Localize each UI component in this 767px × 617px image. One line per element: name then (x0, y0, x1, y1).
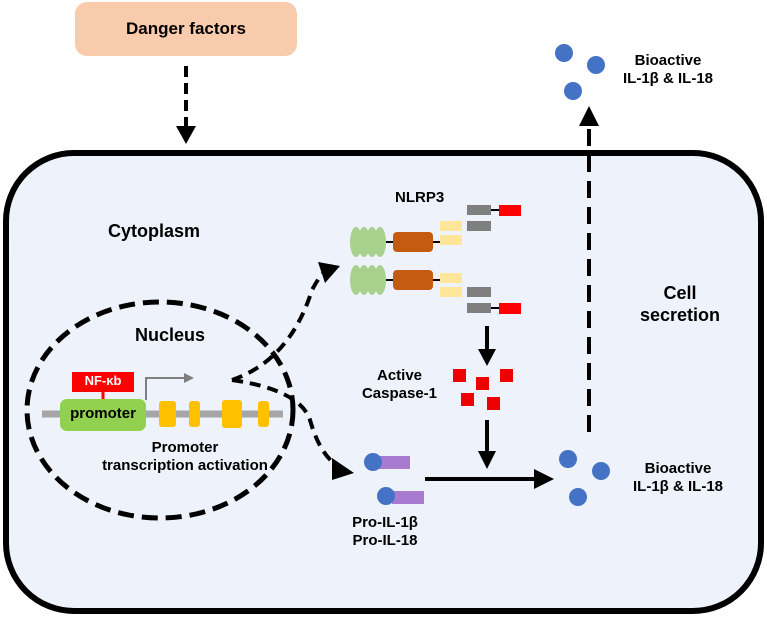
arrow-up-right-icon (318, 262, 340, 283)
pro-cytokines (364, 453, 424, 505)
promoter-box (60, 399, 146, 431)
bioactive-inner-line1: Bioactive (644, 460, 712, 477)
gene-exon (258, 401, 269, 427)
nucleus-envelope (24, 299, 296, 521)
nlrp3-pyd-domain (440, 221, 462, 231)
arrow-down-icon (478, 451, 496, 469)
pro-il-label: Pro-IL-1β Pro-IL-18 (330, 514, 440, 551)
gene-exon (159, 401, 176, 427)
danger-factors-label: Danger factors (126, 19, 246, 38)
nucleus-to-pro-il-arrow (231, 378, 340, 468)
nf-kb-box (72, 372, 134, 392)
promoter-activation-line1: Promoter (151, 439, 219, 456)
bioactive-secreted-label: Bioactive IL-1β & IL-18 (606, 52, 730, 89)
arrow-down-right-icon (332, 458, 354, 480)
pro-il18-label: Pro-IL-18 (352, 532, 418, 550)
cell-secretion-line2: secretion (639, 304, 721, 325)
asc-adaptor (467, 205, 491, 215)
promoter-activation-line2: transcription activation (102, 457, 268, 475)
nlrp3-label: NLRP3 (395, 189, 445, 206)
arrow-down-icon (478, 349, 496, 366)
cell-secretion-line1: Cell (663, 283, 697, 303)
arrow-down-icon (176, 126, 196, 144)
active-caspase-line2: Caspase-1 (361, 385, 438, 403)
pro-il1b-label: Pro-IL-1β (352, 514, 418, 531)
bioactive-secreted-line2: IL-1β & IL-18 (623, 70, 713, 88)
asc-adaptor (467, 303, 491, 313)
gene-exon (189, 401, 200, 427)
asc-adaptor (467, 287, 491, 297)
arrow-up-icon (579, 106, 599, 126)
gene-exon (222, 400, 242, 428)
nlrp3-pyd-domain (440, 235, 462, 245)
nlrp3-pyd-domain (440, 287, 462, 297)
asc-adaptor (467, 221, 491, 231)
danger-factors-box (75, 2, 297, 56)
bioactive-cytokines-secreted (555, 44, 605, 100)
bioactive-inner-label: Bioactive IL-1β & IL-18 (618, 460, 738, 497)
nlrp3-pyd-domain (440, 273, 462, 283)
nf-kb-label: NF-κb (84, 373, 122, 388)
cell-secretion-label: Cell secretion (625, 283, 735, 327)
arrow-right-icon (534, 469, 554, 489)
nucleus-label: Nucleus (135, 325, 206, 345)
procaspase-domain (499, 303, 521, 314)
nlrp3-lrr-domain (350, 227, 386, 295)
active-caspase-line1: Active (376, 367, 423, 384)
nucleus-to-nlrp3-arrow (231, 270, 327, 382)
bioactive-secreted-line1: Bioactive (634, 52, 702, 69)
bioactive-inner-line2: IL-1β & IL-18 (633, 478, 723, 496)
nlrp3-nacht-domain (393, 232, 433, 252)
promoter-label: promoter (70, 405, 136, 422)
transcription-arrowhead (184, 373, 194, 383)
active-caspase-1-cluster (453, 369, 513, 410)
transcription-start-arrow-icon (145, 377, 184, 400)
procaspase-domain (499, 205, 521, 216)
cytoplasm-label: Cytoplasm (108, 221, 201, 241)
bioactive-cytokines-inner (559, 450, 610, 506)
promoter-activation-label: Promoter transcription activation (80, 439, 290, 476)
nlrp3-nacht-domain (393, 270, 433, 290)
active-caspase-label: Active Caspase-1 (352, 367, 447, 404)
nlrp3-complex (350, 205, 521, 314)
